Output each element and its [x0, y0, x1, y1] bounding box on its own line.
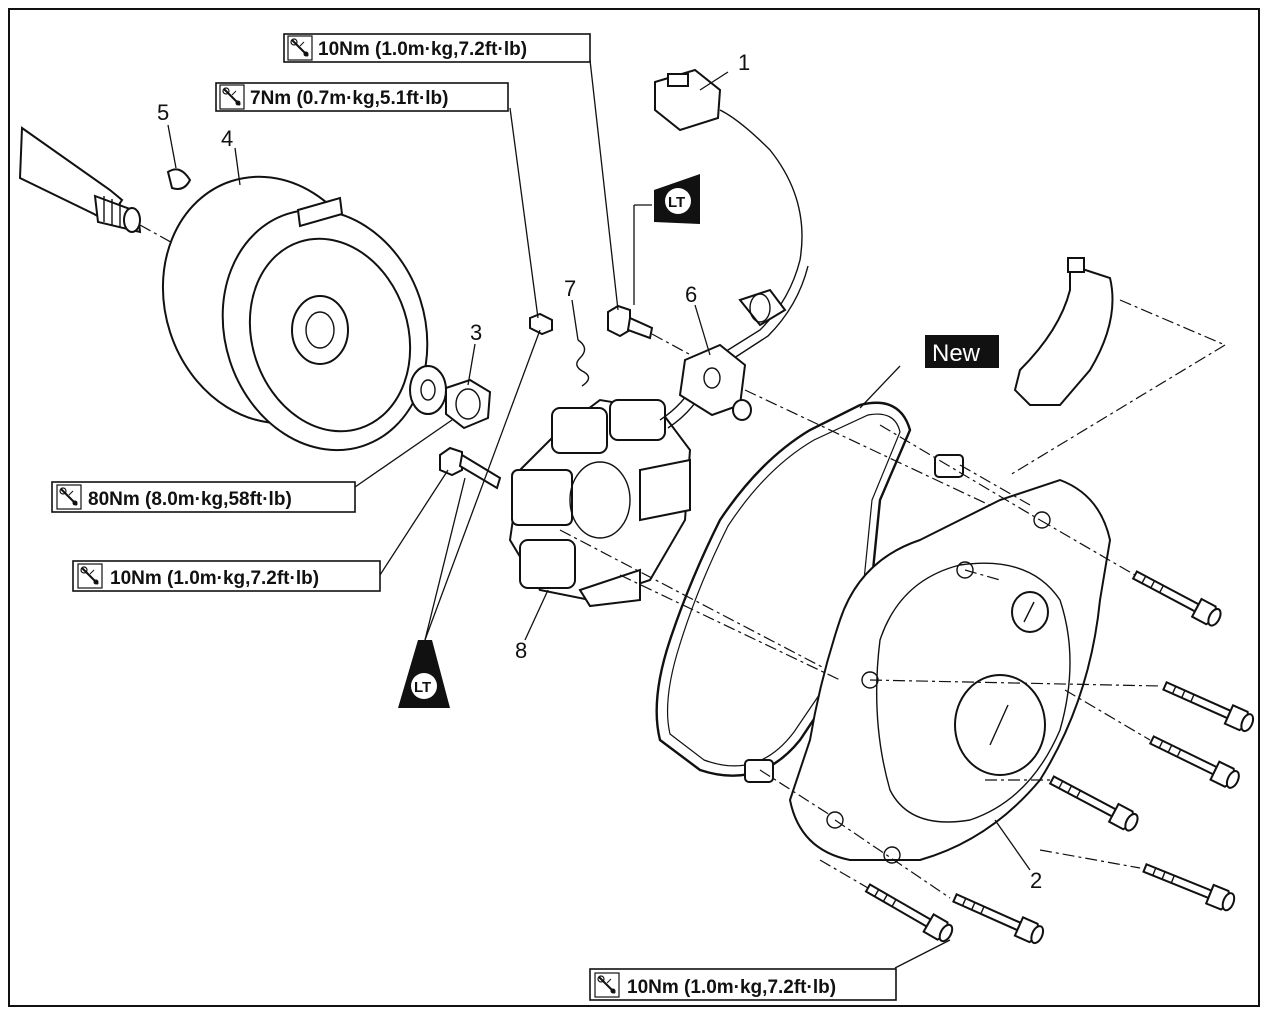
- callout-2: 2: [1030, 868, 1042, 893]
- torque-wrench-icon: [219, 84, 245, 110]
- torque-spec-second: 7Nm (0.7m·kg,5.1ft·lb): [215, 82, 509, 112]
- torque-spec-top: 10Nm (1.0m·kg,7.2ft·lb): [283, 33, 591, 63]
- callout-7: 7: [564, 276, 576, 301]
- stator-bolt: [439, 446, 502, 490]
- cover-bracket: [1009, 257, 1226, 476]
- dowel-pin-lower: [744, 759, 774, 783]
- flywheel-rotor: [161, 175, 429, 452]
- stator: [508, 398, 1001, 761]
- svg-text:80Nm (8.0m·kg,58ft·lb): 80Nm (8.0m·kg,58ft·lb): [88, 489, 292, 510]
- grommet: [738, 288, 787, 327]
- svg-text:10Nm (1.0m·kg,7.2ft·lb): 10Nm (1.0m·kg,7.2ft·lb): [318, 39, 527, 60]
- callout-1: 1: [738, 50, 750, 75]
- torque-spec-stator-bolt: 10Nm (1.0m·kg,7.2ft·lb): [72, 560, 381, 592]
- callout-4: 4: [221, 126, 233, 151]
- harness-connector: [654, 68, 722, 132]
- callout-5: 5: [157, 100, 169, 125]
- grommet-bolt: [607, 304, 701, 361]
- torque-wrench-icon: [287, 35, 313, 61]
- svg-text:LT: LT: [414, 679, 431, 696]
- callout-3: 3: [470, 320, 482, 345]
- locktite-icon-lower: LT: [398, 640, 450, 708]
- new-gasket-badge: New: [925, 335, 999, 368]
- svg-text:10Nm (1.0m·kg,7.2ft·lb): 10Nm (1.0m·kg,7.2ft·lb): [627, 977, 836, 998]
- small-screw: [529, 312, 553, 336]
- torque-wrench-icon: [594, 972, 620, 998]
- rotor-nut: [445, 378, 492, 430]
- locktite-icon-upper: LT: [654, 174, 700, 224]
- callout-6: 6: [685, 282, 697, 307]
- svg-text:10Nm (1.0m·kg,7.2ft·lb): 10Nm (1.0m·kg,7.2ft·lb): [110, 568, 319, 589]
- woodruff-key: [166, 168, 192, 190]
- svg-text:LT: LT: [668, 194, 685, 211]
- assembly-lines: [619, 424, 1161, 899]
- torque-wrench-icon: [77, 563, 103, 589]
- torque-spec-cover-bolts: 10Nm (1.0m·kg,7.2ft·lb): [589, 968, 897, 1001]
- callout-8: 8: [515, 638, 527, 663]
- callout-leaders: [167, 59, 1031, 969]
- svg-text:New: New: [932, 340, 981, 367]
- torque-wrench-icon: [56, 484, 82, 510]
- lead-holder: [678, 343, 1001, 511]
- washer: [409, 365, 447, 415]
- lead-clip: [576, 339, 590, 387]
- generator-cover: [788, 478, 1112, 864]
- svg-text:7Nm (0.7m·kg,5.1ft·lb): 7Nm (0.7m·kg,5.1ft·lb): [250, 88, 448, 109]
- torque-spec-nut: 80Nm (8.0m·kg,58ft·lb): [51, 481, 356, 513]
